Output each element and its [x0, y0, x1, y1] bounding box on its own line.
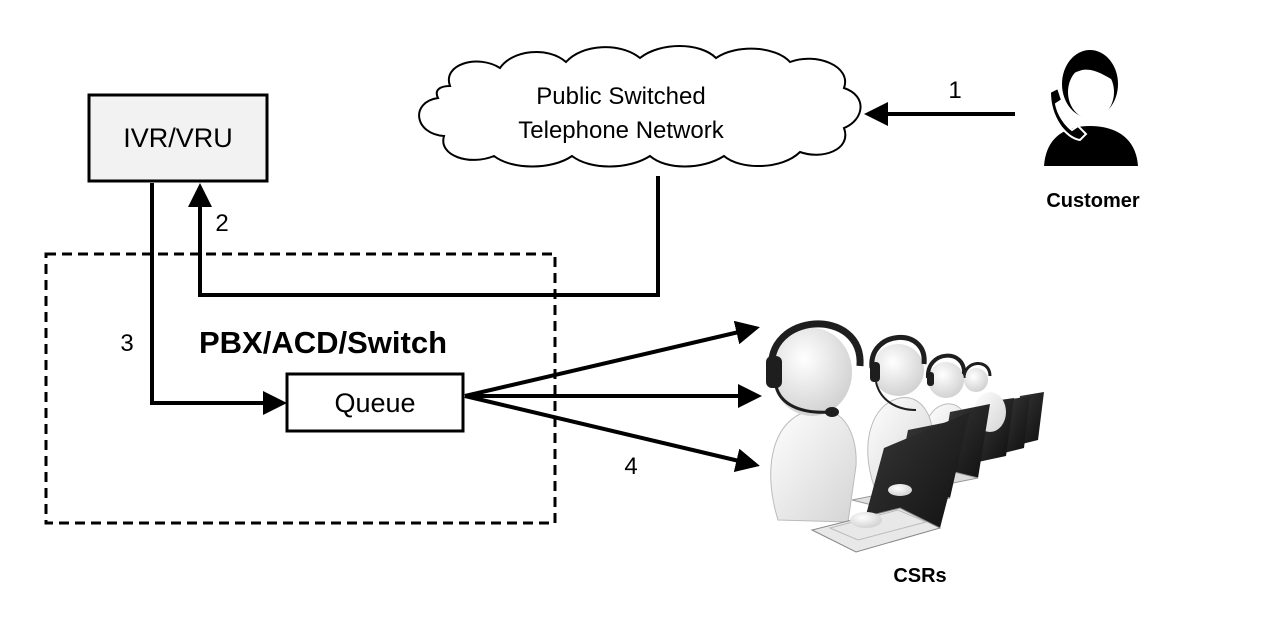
step-2-label: 2 — [215, 210, 228, 237]
queue-label: Queue — [334, 388, 415, 418]
ivr-node: IVR/VRU — [87, 93, 269, 183]
arrow-queue-to-csr-3 — [464, 394, 760, 473]
pstn-label-line1: Public Switched — [536, 83, 705, 110]
csrs-illustration — [766, 320, 1044, 553]
customer-icon — [1044, 50, 1138, 166]
pbx-container — [44, 252, 557, 525]
arrow-pstn-to-ivr — [188, 176, 660, 297]
pstn-label-line2: Telephone Network — [518, 117, 724, 144]
ivr-label: IVR/VRU — [123, 123, 233, 153]
arrow-ivr-to-queue — [150, 183, 287, 415]
customer-label: Customer — [1046, 190, 1140, 212]
step-4-label: 4 — [624, 453, 637, 480]
queue-node: Queue — [285, 372, 465, 433]
csrs-label: CSRs — [893, 565, 946, 587]
step-3-label: 3 — [120, 330, 133, 357]
step-1-label: 1 — [948, 77, 961, 104]
pstn-cloud: Public Switched Telephone Network — [418, 45, 862, 168]
arrow-queue-to-csr-1 — [464, 320, 760, 398]
pbx-label: PBX/ACD/Switch — [199, 325, 447, 360]
